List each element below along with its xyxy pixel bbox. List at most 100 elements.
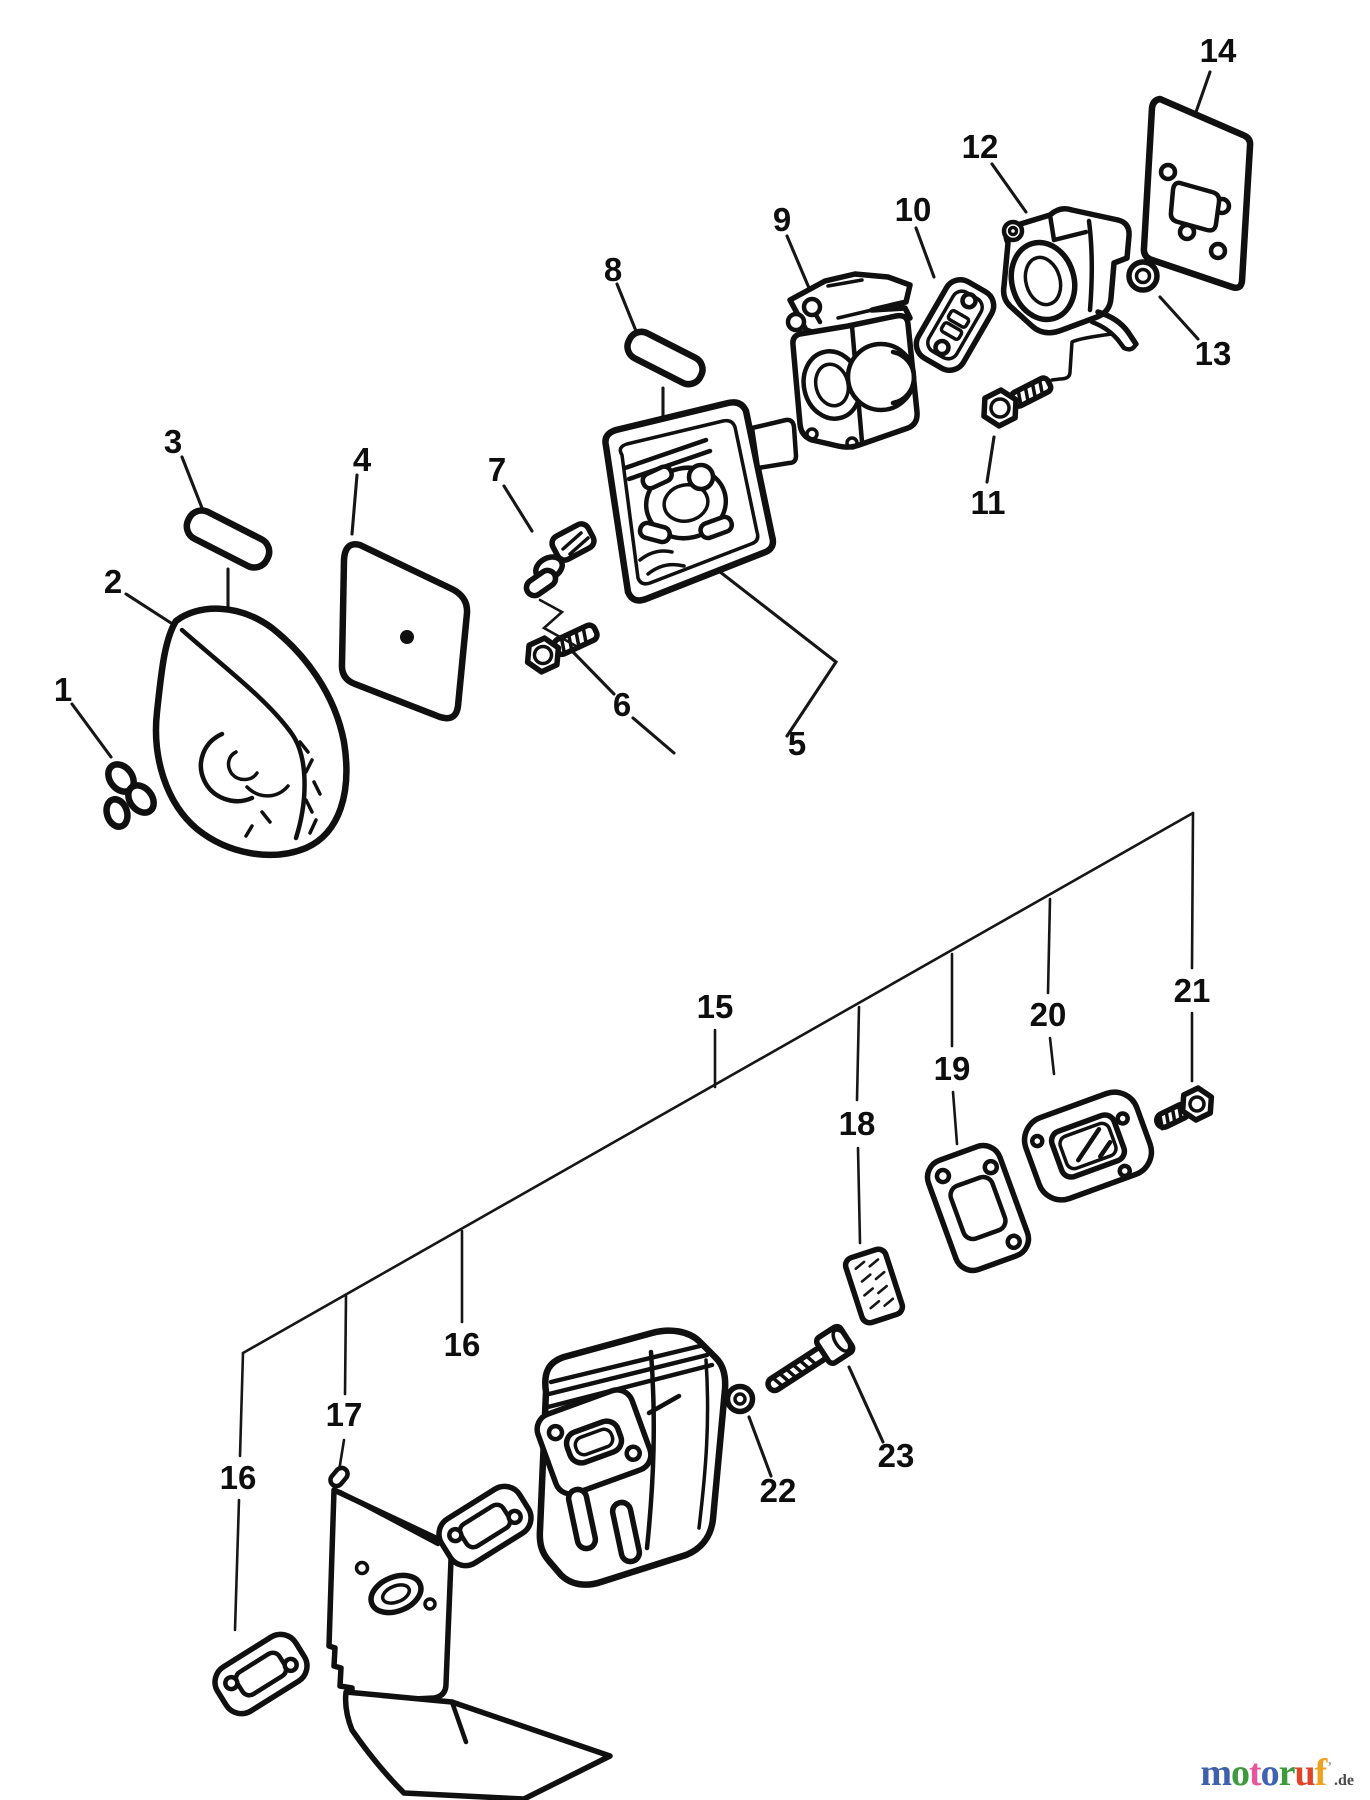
drop-line-19 [950,952,959,1146]
insulator-spigot [1095,309,1139,347]
leader-8 [615,282,638,333]
leader-9 [785,234,811,290]
logo-letter: o [1231,1752,1250,1794]
gasket-hole [282,1656,299,1674]
gasket-hole [1158,162,1178,182]
callout-11: 11 [971,484,1006,521]
leader-1 [70,702,113,759]
callout-18: 18 [839,1105,876,1142]
gasket-hole [447,1526,464,1544]
part-16-exhaust-gasket-left [212,1631,310,1717]
muffler-top-seams [545,1343,715,1410]
bolt-threads [1016,378,1045,407]
leader-6 [571,650,676,755]
callout-8: 8 [604,251,622,288]
callout-14: 14 [1200,32,1237,69]
leader-23 [847,1365,885,1444]
cover-hole [1029,1133,1045,1149]
logo-letter: f [1314,1752,1328,1794]
part-11-hex-bolt [981,375,1054,429]
gasket-hole [960,292,978,310]
callout-13: 13 [1195,335,1232,372]
gasket-port [233,1650,289,1698]
gasket-port [948,1174,1008,1242]
gasket-hole [223,1674,240,1692]
leader-13 [1158,295,1200,341]
part-12-intake-insulator [1000,206,1139,352]
part-22-washer [724,1383,756,1415]
leader-12 [990,162,1028,214]
gasket-port [1168,180,1222,233]
callout-2: 2 [104,563,122,600]
logo-trademark: ’ [1327,1760,1332,1775]
part-7-choke-assembly [523,521,597,648]
callout-17: 17 [326,1396,363,1433]
part-6-hex-bolt [524,622,600,675]
callout-20: 20 [1030,996,1067,1033]
callout-12: 12 [962,128,999,165]
logo-letter: m [1200,1752,1232,1794]
logo-letter: t [1249,1752,1262,1794]
cover-texture-squiggles [244,740,322,838]
callout-7: 7 [488,451,506,488]
drop-line-21 [1190,811,1195,1083]
part-2-air-cleaner-cover [152,605,350,859]
leader-2 [124,592,173,625]
screen-mesh [854,1258,895,1310]
bolt-head [1179,1085,1215,1123]
leader-11 [985,435,996,484]
callout-numbers: 1 2 3 4 5 6 7 8 9 10 11 12 13 14 15 16 1… [54,32,1237,1509]
callout-23: 23 [878,1437,915,1474]
callout-16-middle: 16 [444,1326,481,1363]
case-diagonal-band [622,437,713,482]
part-9-carburetor [785,271,920,450]
logo-letter: u [1294,1752,1316,1794]
leader-7 [502,484,534,533]
part-8-case-strip [624,328,706,388]
drop-line-16-left [233,1351,245,1632]
logo-letter: o [1260,1752,1280,1794]
motoruf-wordmark: motoruf [1200,1752,1328,1794]
gasket-hole [506,1508,523,1526]
part-4-air-filter-element [338,541,471,722]
gasket-hole [982,1158,1000,1176]
cover-hole [1115,1111,1130,1126]
choke-stem [523,567,559,599]
callout-22: 22 [760,1472,797,1509]
leader-5 [704,559,839,738]
muffler-slot [565,1486,599,1552]
filter-center-dot [400,630,414,644]
part-14-insulator-gasket [1140,95,1254,291]
leader-14 [1194,70,1212,114]
drop-line-17 [337,1294,348,1473]
callout-1: 1 [54,671,72,708]
callout-21: 21 [1174,972,1211,1009]
bolt-socket [831,1328,852,1353]
part-13-nut [1126,259,1160,293]
leader-22 [747,1415,773,1478]
leader-10 [914,226,936,279]
fuel-line [1050,332,1114,382]
group-diagonal-line [241,811,1195,1355]
muffler-edge [644,1349,657,1551]
part-3-cover-strip [183,507,273,571]
gasket-hole [934,1167,952,1185]
callout-leader-lines [70,70,1212,1478]
part-17-muffler-bracket [326,1465,613,1800]
motoruf-logo[interactable]: motoruf ’ .de [1200,1754,1354,1792]
part-21-hex-bolt [1153,1085,1215,1131]
logo-domain-suffix: .de [1334,1772,1354,1789]
gasket-hole [1005,1233,1022,1251]
part-23-socket-bolt [765,1323,856,1394]
choke-wire [538,598,578,648]
part-18-spark-arrestor-screen [842,1246,906,1326]
bolt-threads [770,1353,819,1389]
flange-hole [624,1444,642,1463]
leader-4 [350,473,359,536]
callout-10: 10 [895,191,932,228]
logo-letter: r [1278,1752,1296,1794]
callout-15: 15 [697,988,734,1025]
callout-6: 6 [613,686,631,723]
